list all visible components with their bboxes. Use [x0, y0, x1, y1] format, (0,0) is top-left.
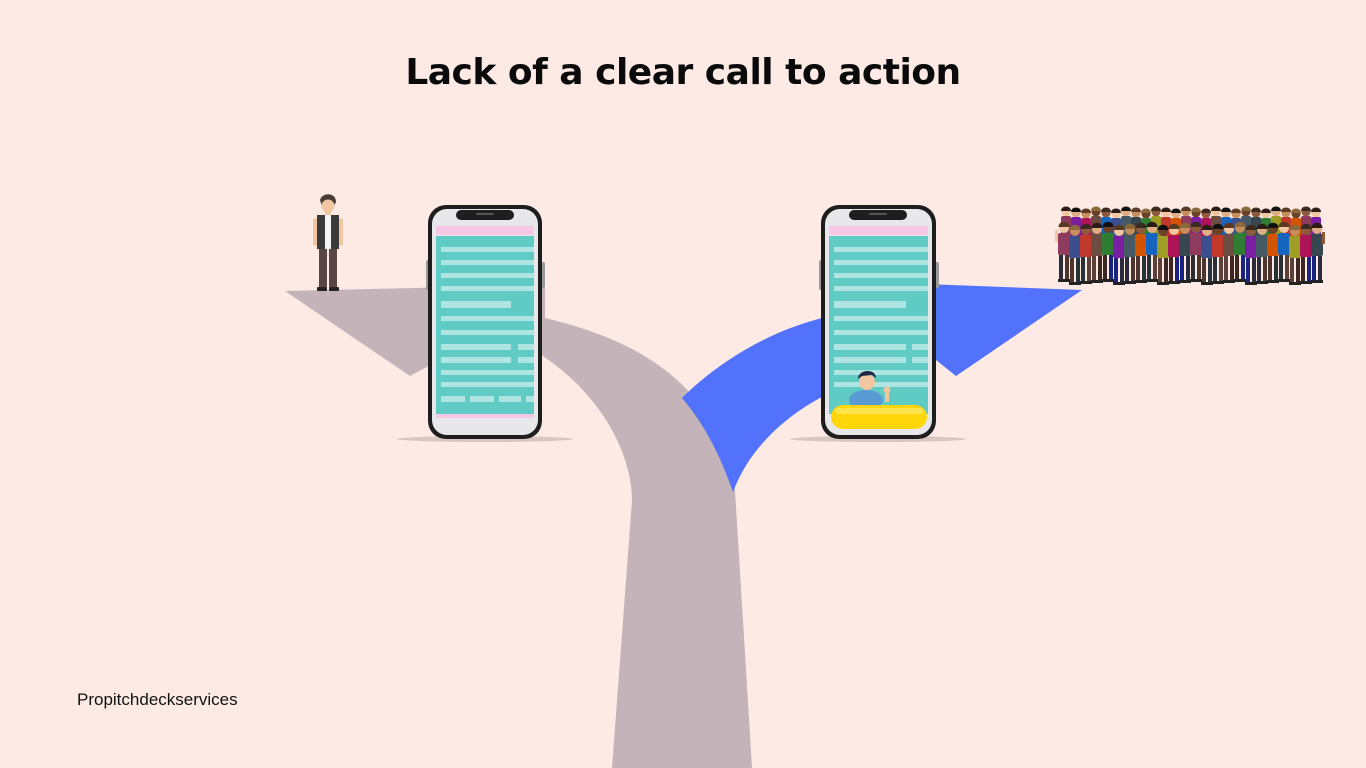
standing-man-illustration — [313, 194, 343, 291]
blue-road — [682, 280, 1082, 492]
slide-title: Lack of a clear call to action — [405, 52, 961, 93]
brand-name: Propitchdeckservices — [77, 690, 238, 709]
phone-left — [426, 205, 545, 439]
phone-right — [819, 205, 939, 439]
crowd-of-people-illustration — [1055, 206, 1325, 285]
gray-road — [285, 285, 752, 768]
